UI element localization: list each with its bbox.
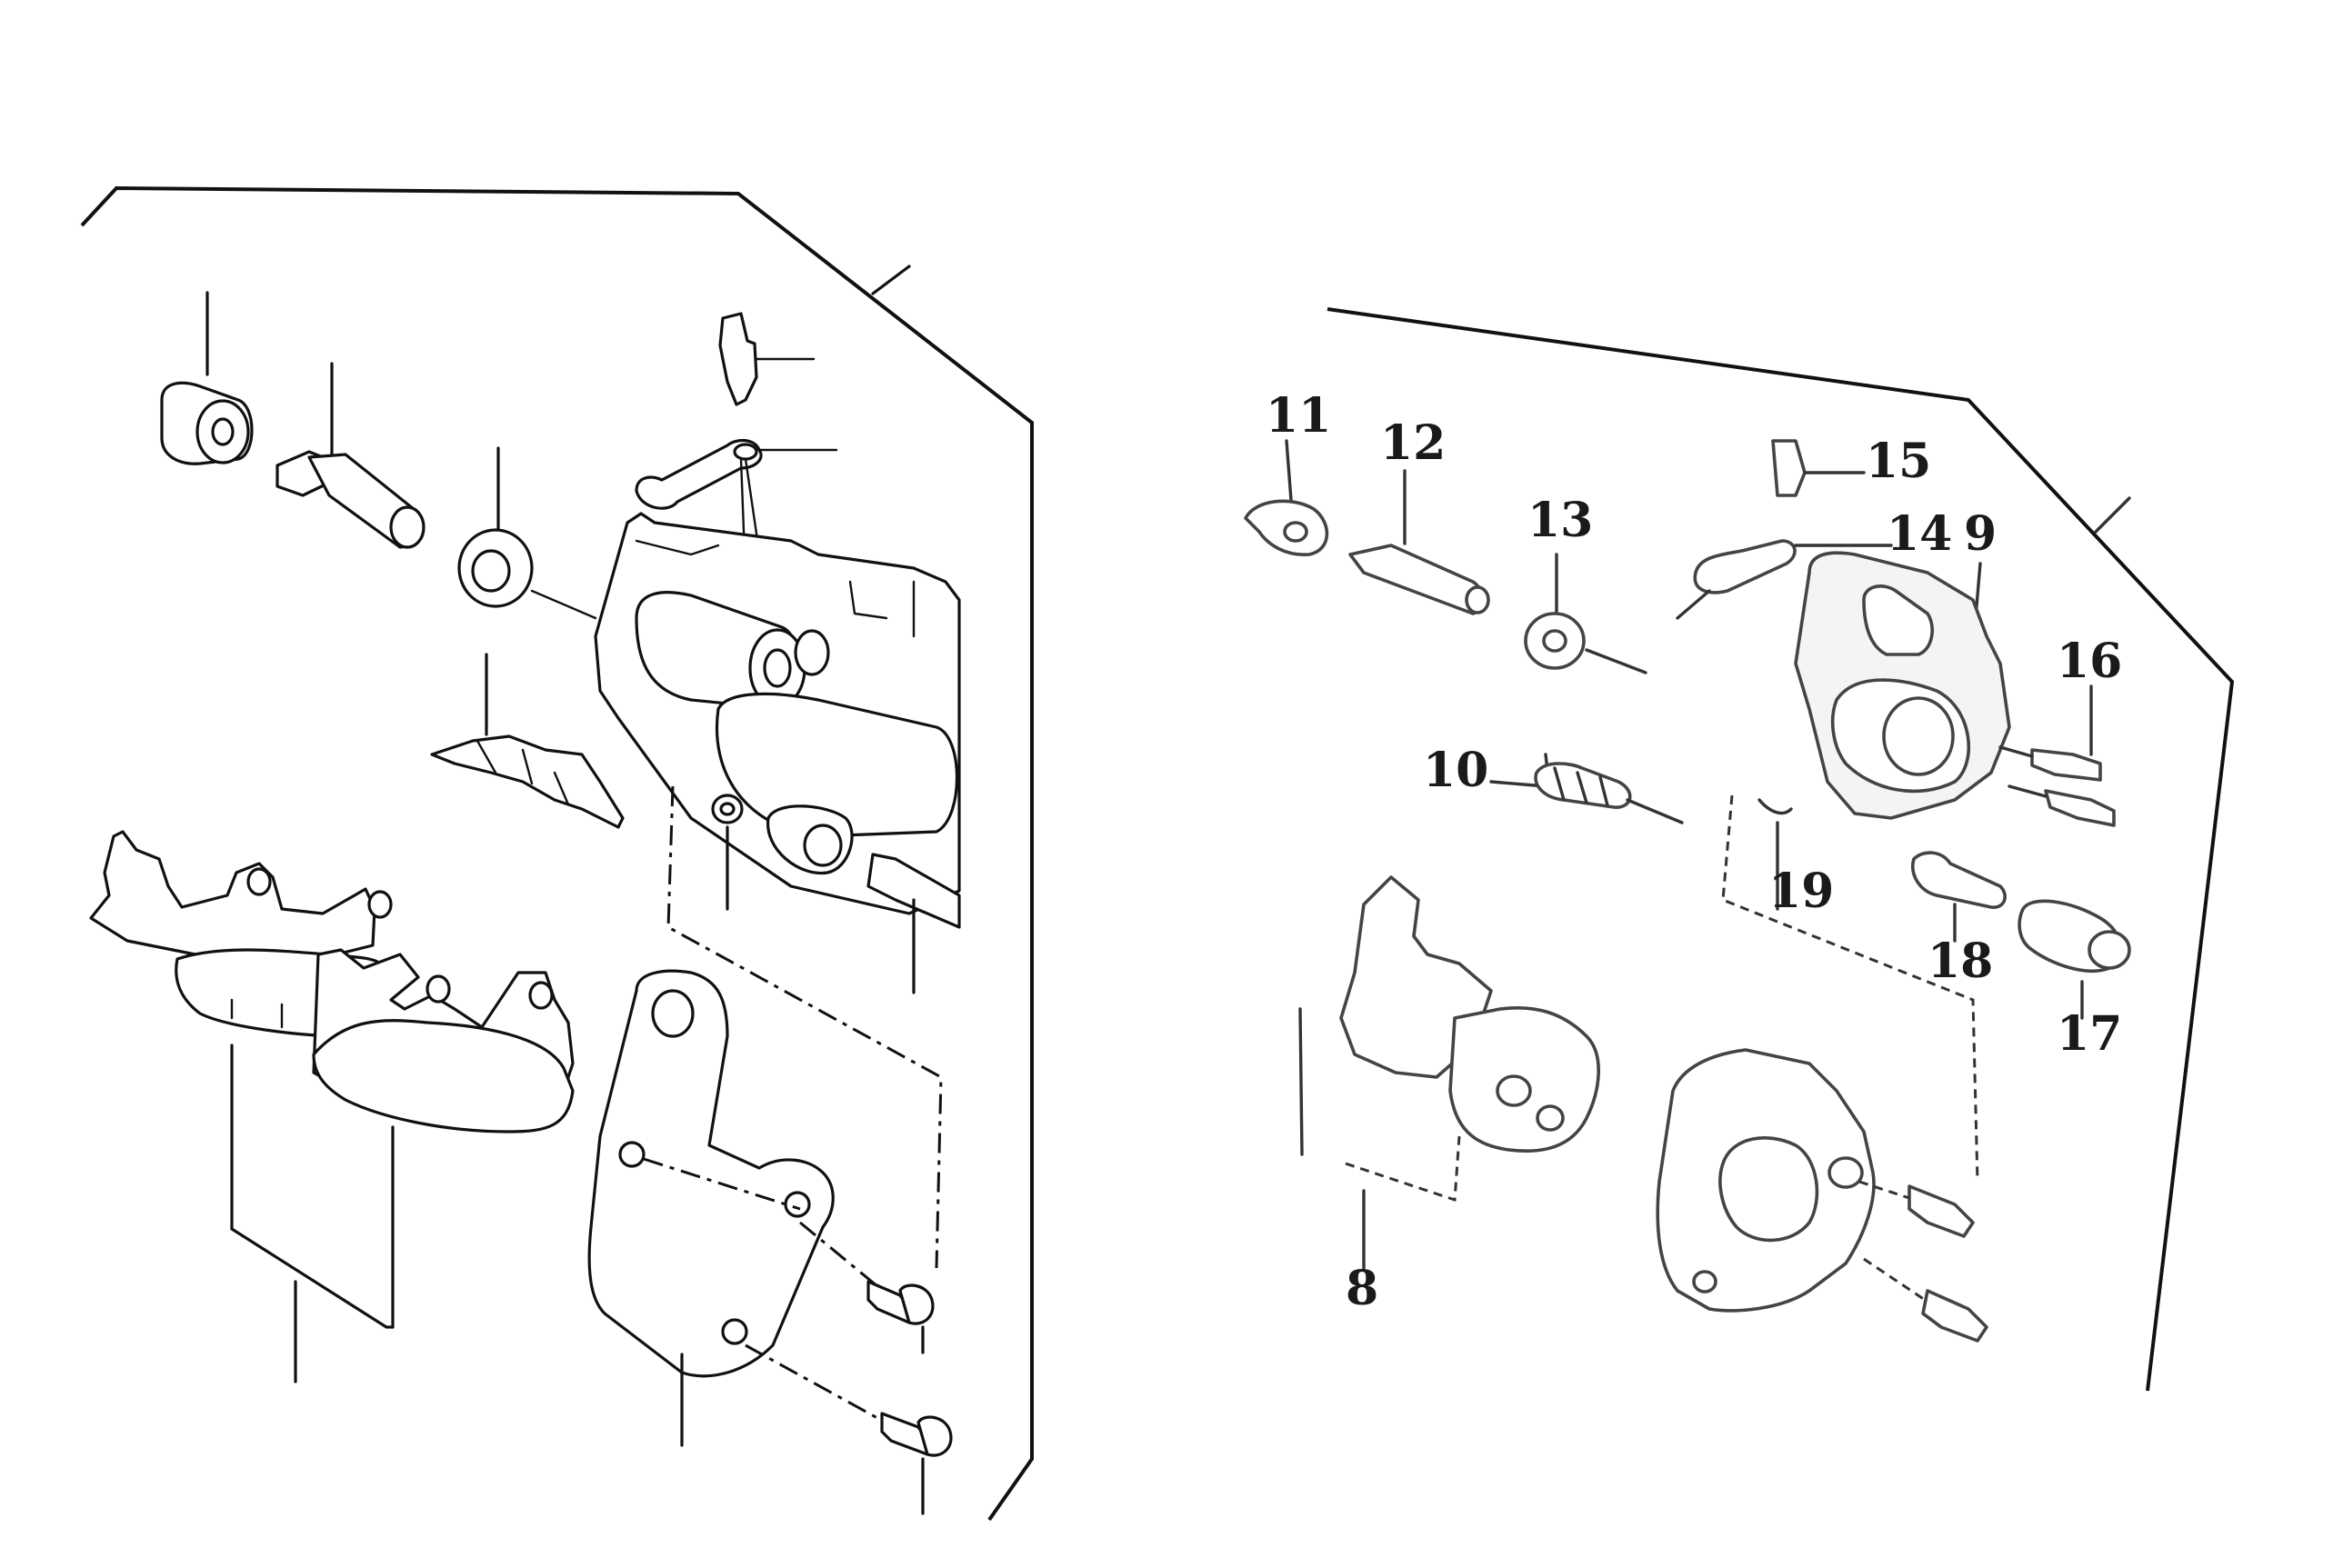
bolt-part-1 — [866, 1280, 935, 1354]
boot-part — [457, 446, 597, 620]
part-number-13: 13 — [1527, 493, 1593, 548]
part-15-bleed — [1771, 439, 1866, 497]
part-number-10: 10 — [1423, 743, 1488, 798]
part-9-caliper — [1794, 551, 2011, 820]
part-number-12: 12 — [1380, 415, 1446, 471]
pad-spring-part — [430, 653, 625, 829]
part-14-fitting — [1676, 539, 1893, 620]
part-number-15: 15 — [1866, 434, 1931, 489]
left-frame-tick — [871, 265, 911, 295]
part-number-9: 9 — [1964, 506, 1997, 562]
guide-pin-part — [275, 362, 426, 549]
part-number-labels: 11 12 13 15 14 9 16 10 19 18 17 8 — [1266, 388, 2122, 1316]
part-number-17: 17 — [2057, 1006, 2122, 1062]
caliper-body-part — [594, 512, 961, 994]
part-number-11: 11 — [1266, 388, 1331, 444]
part-17-bushing — [2018, 899, 2131, 1020]
part-number-8: 8 — [1346, 1261, 1378, 1316]
part-13-nut — [1524, 553, 1647, 674]
right-panel: 11 12 13 15 14 9 16 10 19 18 17 8 — [1244, 307, 2235, 1392]
part-19-boot — [1721, 794, 1979, 1183]
left-assembly-lines — [643, 785, 943, 1420]
left-panel — [80, 185, 1034, 1522]
part-number-18: 18 — [1927, 934, 1993, 989]
part-8-pads — [1298, 875, 1600, 1270]
part-number-14: 14 — [1887, 506, 1952, 562]
part-20-bracket — [1656, 1048, 1988, 1343]
bolt-part-2 — [880, 1412, 953, 1515]
part-12-pin — [1348, 469, 1490, 615]
part-18-guide — [1911, 851, 2007, 943]
brake-pad-assembly — [89, 830, 575, 1383]
right-frame-tick — [2094, 496, 2131, 534]
part-10-spring — [1489, 753, 1684, 824]
part-number-19: 19 — [1768, 864, 1834, 919]
part-16-screws — [1998, 684, 2116, 827]
sleeve-part — [160, 291, 254, 465]
left-panel-frame — [80, 185, 1034, 1522]
part-11-clip — [1244, 439, 1329, 556]
washer-part — [711, 794, 744, 911]
bracket-part — [587, 969, 835, 1447]
part-number-16: 16 — [2057, 634, 2122, 689]
right-panel-frame — [1327, 307, 2235, 1392]
